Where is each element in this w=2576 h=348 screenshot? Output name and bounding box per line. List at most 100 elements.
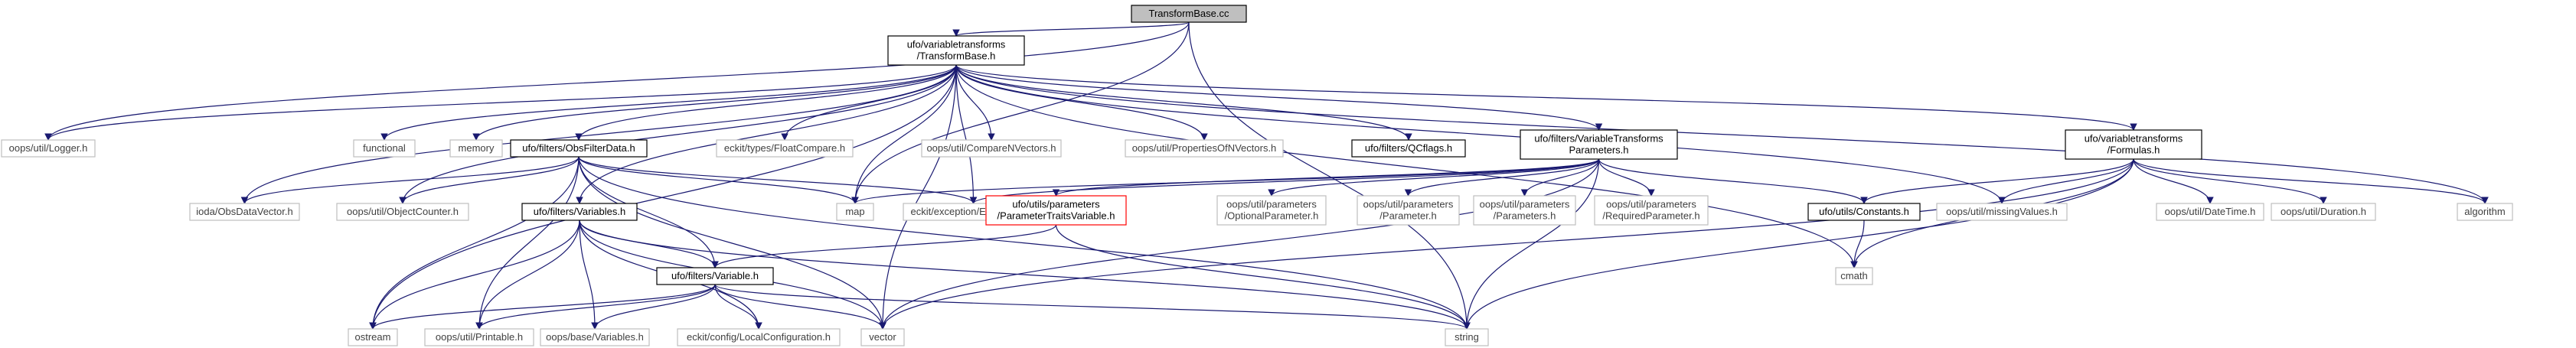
node-formulas-label: /Formulas.h <box>2107 145 2160 156</box>
edge-tb-to-logger <box>44 64 957 141</box>
nodes-layer: TransformBase.cc ufo/variabletransforms/T… <box>1 5 2513 346</box>
edge-root-to-logger <box>44 21 1190 141</box>
node-objectcounter: oops/util/ObjectCounter.h <box>336 203 469 221</box>
edge-tb-to-variables <box>576 64 957 204</box>
node-algorithm-label: algorithm <box>2464 206 2505 217</box>
node-cmath-label: cmath <box>1840 270 1867 281</box>
edge-tb-to-vector <box>879 64 957 330</box>
edge-variables-to-oopsvariables <box>579 220 599 330</box>
edge-vtparams-to-string <box>1463 158 1600 330</box>
node-tb-label: /TransformBase.h <box>917 50 996 62</box>
edge-root-to-map <box>851 21 1190 204</box>
edge-tb-to-functional <box>380 64 957 141</box>
node-vtparams-label: Parameters.h <box>1569 145 1628 156</box>
node-printable-label: oops/util/Printable.h <box>436 331 523 343</box>
node-printable-box <box>424 328 534 346</box>
edge-formulas-to-duration <box>2133 158 2327 204</box>
node-optionalparam-box <box>1216 195 1327 226</box>
edge-vtparams-to-parameter <box>1404 158 1600 197</box>
node-comparenvectors: oops/util/CompareNVectors.h <box>921 139 1062 158</box>
node-map: map <box>836 203 874 221</box>
edge-vtparams-to-requiredparam <box>1598 158 1655 197</box>
edge-tb-to-map <box>851 64 957 204</box>
edge-obsfilterdata-to-objectcounter <box>399 156 580 204</box>
node-objectcounter-label: oops/util/ObjectCounter.h <box>347 206 459 217</box>
node-paramtraits[interactable]: ufo/utils/parameters/ParameterTraitsVari… <box>985 195 1127 226</box>
node-parameter-label: /Parameter.h <box>1379 210 1436 222</box>
edge-tb-to-algorithm <box>955 64 2489 204</box>
edge-obsfilterdata-to-exceptions <box>578 156 978 204</box>
node-paramtraits-label: /ParameterTraitsVariable.h <box>997 210 1115 222</box>
node-qcflags[interactable]: ufo/filters/QCflags.h <box>1351 139 1466 158</box>
node-functional-box <box>353 139 416 158</box>
edge-tb-to-objectcounter <box>399 64 957 204</box>
node-root-box <box>1131 5 1247 23</box>
node-algorithm: algorithm <box>2457 203 2513 221</box>
node-ostream-label: ostream <box>355 331 391 343</box>
node-root[interactable]: TransformBase.cc <box>1131 5 1247 23</box>
edge-obsfilterdata-to-variable <box>578 156 719 268</box>
edge-tb-to-formulas <box>955 64 2137 131</box>
node-formulas-box <box>2065 129 2202 160</box>
node-tb[interactable]: ufo/variabletransforms/TransformBase.h <box>887 35 1025 66</box>
node-constants[interactable]: ufo/utils/Constants.h <box>1807 203 1921 221</box>
edge-formulas-to-datetime <box>2133 158 2214 204</box>
node-parameters-box <box>1473 195 1576 226</box>
node-variable[interactable]: ufo/filters/Variable.h <box>656 267 774 285</box>
edge-vtparams-to-constants <box>1598 158 1868 204</box>
node-root-label: TransformBase.cc <box>1149 8 1229 19</box>
edge-paramtraits-to-string <box>1055 224 1471 330</box>
node-datetime-label: oops/util/DateTime.h <box>2165 206 2256 217</box>
node-memory-box <box>449 139 503 158</box>
node-qcflags-label: ufo/filters/QCflags.h <box>1365 142 1452 154</box>
node-vtparams[interactable]: ufo/filters/VariableTransformsParameters… <box>1520 129 1678 160</box>
node-iodaobsdatavector: ioda/ObsDataVector.h <box>189 203 300 221</box>
edge-obsfilterdata-to-map <box>578 156 859 204</box>
node-variables-label: ufo/filters/Variables.h <box>534 206 625 217</box>
edge-variable-to-string <box>714 284 1471 330</box>
edge-formulas-to-algorithm <box>2133 158 2489 204</box>
node-variables-box <box>521 203 638 221</box>
node-iodaobsdatavector-box <box>189 203 300 221</box>
edge-obsfilterdata-to-string <box>578 156 1471 330</box>
node-map-label: map <box>845 206 864 217</box>
edge-obsfilterdata-to-vector <box>578 156 886 330</box>
node-parameters: oops/util/parameters/Parameters.h <box>1473 195 1576 226</box>
node-missingvalues: oops/util/missingValues.h <box>1936 203 2068 221</box>
node-logger-box <box>1 139 96 158</box>
node-comparenvectors-box <box>921 139 1062 158</box>
edge-variable-to-ostream <box>369 284 716 330</box>
node-memory: memory <box>449 139 503 158</box>
edge-vtparams-to-paramtraits <box>1052 158 1600 197</box>
node-vector: vector <box>860 328 905 346</box>
edge-variables-to-ostream <box>369 220 580 330</box>
edge-tb-to-qcflags <box>955 64 1412 141</box>
edge-tb-to-obsfilterdata <box>575 64 957 141</box>
edge-formulas-to-string <box>1463 158 2134 330</box>
node-optionalparam-label: oops/util/parameters <box>1226 199 1317 210</box>
node-variables[interactable]: ufo/filters/Variables.h <box>521 203 638 221</box>
node-comparenvectors-label: oops/util/CompareNVectors.h <box>926 142 1056 154</box>
node-requiredparam: oops/util/parameters/RequiredParameter.h <box>1594 195 1709 226</box>
node-obsfilterdata[interactable]: ufo/filters/ObsFilterData.h <box>510 139 648 158</box>
node-propertiesofnvectors-label: oops/util/PropertiesOfNVectors.h <box>1132 142 1277 154</box>
node-string-label: string <box>1455 331 1479 343</box>
edge-tb-to-iodaobsdatavector <box>240 64 957 204</box>
node-requiredparam-label: /RequiredParameter.h <box>1602 210 1699 222</box>
node-cmath-box <box>1835 267 1873 285</box>
node-oopsvariables-box <box>540 328 650 346</box>
node-parameters-label: /Parameters.h <box>1494 210 1556 222</box>
node-missingvalues-box <box>1936 203 2068 221</box>
node-tb-box <box>887 35 1025 66</box>
node-formulas[interactable]: ufo/variabletransforms/Formulas.h <box>2065 129 2202 160</box>
node-printable: oops/util/Printable.h <box>424 328 534 346</box>
node-ostream-box <box>348 328 398 346</box>
edge-obsfilterdata-to-ostream <box>369 156 580 330</box>
edge-constants-to-cmath <box>1850 220 1865 268</box>
node-map-box <box>836 203 874 221</box>
edge-vtparams-to-vector <box>879 158 1600 330</box>
edge-tb-to-propertiesofnvectors <box>955 64 1208 141</box>
edge-variable-to-oopsvariables <box>591 284 716 330</box>
node-vector-box <box>860 328 905 346</box>
